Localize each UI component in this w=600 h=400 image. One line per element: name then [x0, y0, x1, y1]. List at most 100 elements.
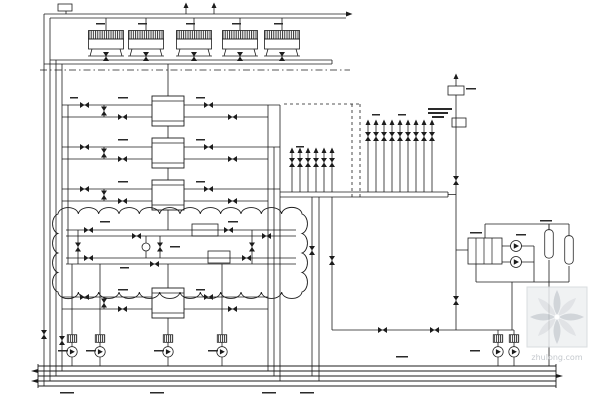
valve-icon: [430, 327, 439, 333]
inline-unit: [207, 250, 231, 264]
pump-unit: [94, 330, 106, 366]
valve-icon: [381, 132, 387, 141]
valve-icon: [305, 158, 311, 167]
valve-icon: [421, 132, 427, 141]
valve-icon: [103, 52, 109, 61]
valve-icon: [132, 233, 141, 239]
valve-icon: [373, 132, 379, 141]
valve-icon: [321, 158, 327, 167]
valve-icon: [228, 156, 237, 162]
pump-unit: [508, 330, 520, 366]
valve-icon: [118, 156, 127, 162]
exchanger-valves: [41, 102, 237, 345]
valve-icon: [309, 246, 315, 255]
label-box: [451, 117, 467, 128]
watermark-text: zhulong.com: [531, 353, 582, 362]
valve-icon: [429, 132, 435, 141]
storage-tank: [564, 230, 574, 265]
valve-icon: [101, 148, 107, 158]
valve-icon: [413, 132, 419, 141]
right-riser-arrow: [453, 73, 459, 79]
valve-icon: [329, 158, 335, 167]
hx-plates: [475, 238, 493, 264]
valve-icon: [101, 190, 107, 200]
valve-icon: [397, 132, 403, 141]
valve-icon: [297, 158, 303, 167]
valve-icon: [313, 158, 319, 167]
heat-exchanger-unit: [151, 137, 185, 169]
storage-tank: [544, 224, 554, 259]
valve-icon: [378, 327, 387, 333]
plate-heat-exchanger: [467, 237, 503, 265]
branch-arrows-group2: [365, 119, 435, 125]
inline-unit: [191, 223, 219, 237]
branch-valves: [289, 132, 435, 167]
right-column: [447, 78, 467, 330]
valve-icon: [453, 296, 459, 305]
valve-icon: [204, 144, 213, 150]
valve-icon: [80, 144, 89, 150]
valve-icon: [41, 330, 47, 339]
valve-icon: [101, 106, 107, 116]
dashed-risers: [284, 103, 361, 197]
manifold: [280, 103, 456, 198]
valve-icon: [249, 242, 255, 252]
valve-icon: [157, 242, 163, 252]
revision-cloud: [52, 206, 308, 300]
valve-icon: [80, 186, 89, 192]
pump-rotors: [513, 243, 519, 265]
valve-icon: [228, 114, 237, 120]
valve-icon: [289, 158, 295, 167]
pump-unit: [492, 330, 504, 366]
valve-icon: [453, 176, 459, 185]
right-equipment: [456, 223, 574, 366]
valve-icon: [84, 255, 93, 261]
heat-exchanger-unit: [151, 287, 185, 319]
pump-unit: [216, 330, 228, 366]
valve-icon: [389, 132, 395, 141]
mid-risers: [267, 105, 333, 381]
valve-icon: [242, 255, 251, 261]
valve-icon: [59, 336, 65, 345]
valve-icon: [262, 233, 271, 239]
valve-icon: [204, 186, 213, 192]
valve-icon: [118, 114, 127, 120]
tower-supply-header: [44, 59, 333, 65]
exchanger-right-pipes: [184, 104, 280, 310]
expansion-tank: [447, 85, 465, 96]
branch-risers-group1: [291, 152, 333, 192]
branch-risers-group2: [367, 124, 433, 192]
pump-unit: [162, 330, 174, 366]
cloud-piping: [66, 223, 296, 265]
valve-icon: [75, 242, 81, 252]
valve-icon: [228, 198, 237, 204]
valve-icon: [224, 227, 233, 233]
branch-arrows-group1: [289, 147, 335, 153]
exchanger-tube-sheets: [152, 100, 184, 314]
heat-exchanger-unit: [151, 179, 185, 211]
cloud-pipes: [66, 229, 296, 265]
pump-icon: [141, 242, 151, 252]
pump-drop-pipes: [71, 264, 223, 330]
valve-icon: [405, 132, 411, 141]
pipe-lines-top: [44, 7, 346, 30]
bottom-headers: [37, 364, 557, 388]
valve-icon: [329, 256, 335, 265]
left-risers: [43, 14, 69, 386]
watermark: zhulong.com: [526, 286, 588, 362]
tiny-text-marks: [58, 23, 552, 394]
valve-icon: [150, 261, 159, 267]
valve-icon: [101, 298, 107, 308]
valve-icon: [365, 132, 371, 141]
heat-exchangers: [62, 64, 280, 330]
heat-exchanger-unit: [151, 95, 185, 127]
valve-icon: [118, 198, 127, 204]
rooftop-tank: [57, 3, 73, 12]
manifold-pipes: [280, 191, 456, 198]
valve-icon: [204, 102, 213, 108]
exchanger-left-pipes: [62, 104, 152, 310]
valve-icon: [228, 306, 237, 312]
valve-icon: [80, 294, 89, 300]
